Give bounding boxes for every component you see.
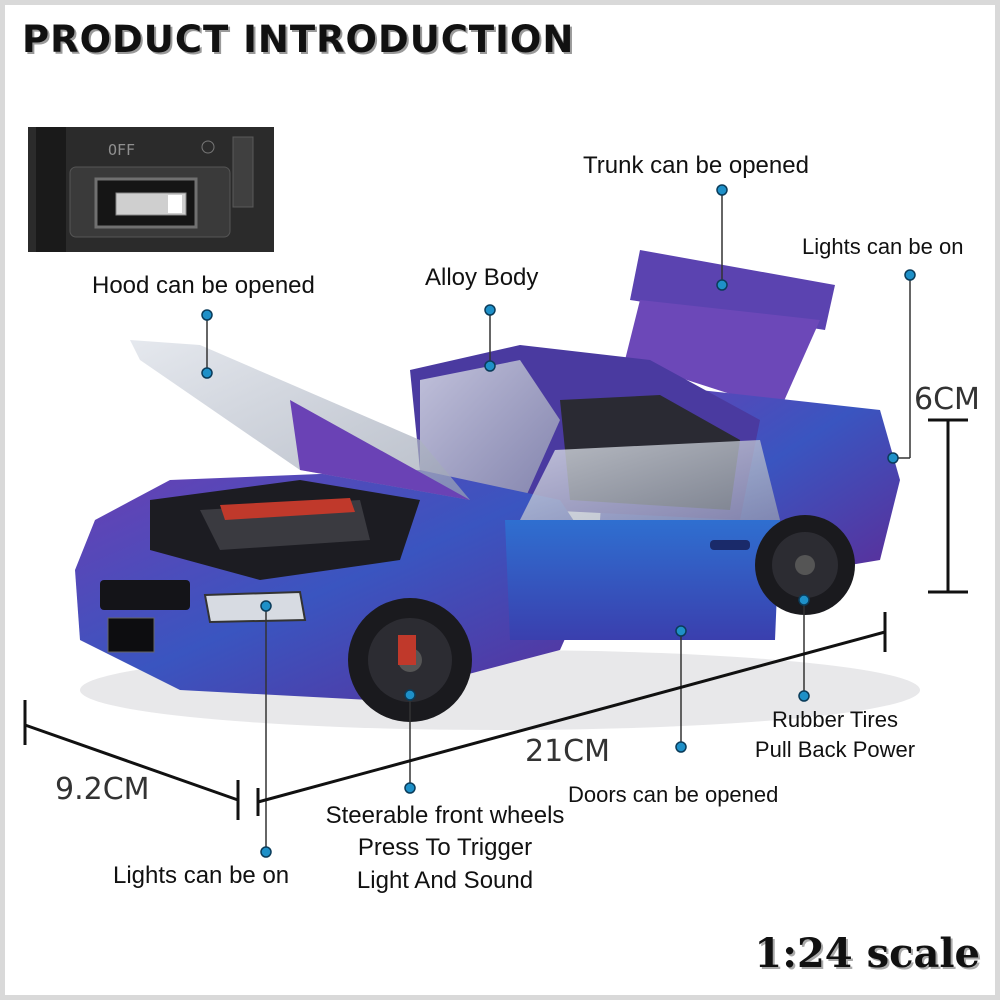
- rubber-tires-label: Rubber Tires Pull Back Power: [745, 705, 925, 764]
- rear-lights-label: Lights can be on: [802, 234, 964, 259]
- switch-off-label: OFF: [108, 141, 136, 159]
- switch-closeup-photo: OFF: [28, 127, 274, 252]
- alloy-body-label: Alloy Body: [425, 264, 539, 291]
- pull-back-power-line2: Pull Back Power: [754, 736, 916, 762]
- steerable-line2: Press To Trigger: [357, 834, 533, 862]
- doors-label: Doors can be opened: [568, 782, 779, 807]
- steerable-line1: Steerable front wheels: [325, 802, 565, 829]
- front-lights-label: Lights can be on: [113, 862, 290, 889]
- scale-label: 1:24 scale: [754, 930, 980, 977]
- page-title: PRODUCT INTRODUCTION: [22, 18, 575, 61]
- length-dimension: 21CM: [525, 734, 611, 769]
- steerable-line3: Light And Sound: [356, 866, 534, 894]
- width-dimension: 9.2CM: [55, 772, 150, 807]
- steerable-wheels-label: Steerable front wheels Press To Trigger …: [310, 800, 580, 897]
- trunk-label: Trunk can be opened: [583, 152, 809, 179]
- rubber-tires-line1: Rubber Tires: [772, 707, 898, 732]
- height-dimension: 6CM: [914, 382, 980, 417]
- hood-label: Hood can be opened: [92, 272, 315, 299]
